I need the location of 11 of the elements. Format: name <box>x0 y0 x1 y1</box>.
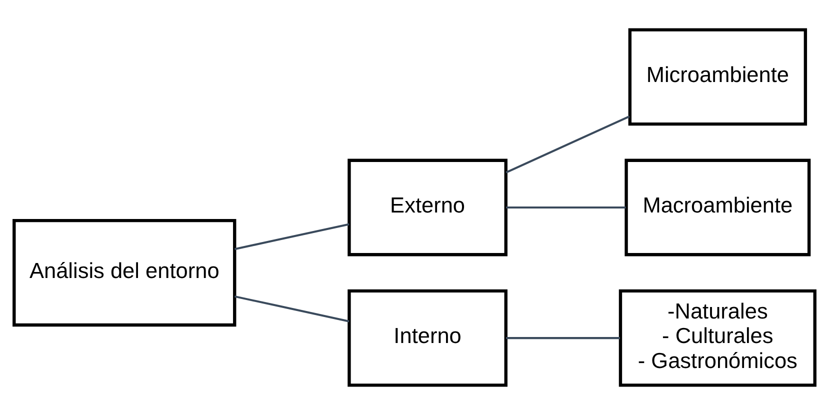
node-box: -Naturales - Culturales - Gastronómicos <box>618 289 816 387</box>
node-box: Microambiente <box>628 28 808 126</box>
connector <box>506 337 620 340</box>
node-box: Macroambiente <box>624 158 811 256</box>
node-box: Interno <box>348 289 508 387</box>
connector <box>506 206 626 209</box>
connector <box>234 223 350 250</box>
connector <box>506 115 630 174</box>
connector <box>234 295 350 322</box>
node-box: Análisis del entorno <box>12 218 236 327</box>
node-box: Externo <box>348 158 508 256</box>
